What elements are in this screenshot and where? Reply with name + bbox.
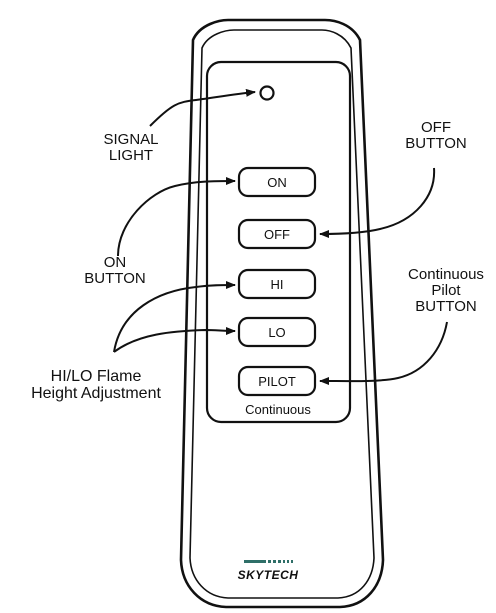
lo-button-label: LO [268,325,285,340]
pilot-button-arrow [319,321,448,386]
skytech-logo: SKYTECH [238,560,299,582]
on-button[interactable]: ON [237,166,317,198]
remote-outer-body [179,18,385,609]
pilot-button-label: PILOT [258,374,296,389]
on-button-label: ON [267,175,287,190]
hi-lo-callout-label: HI/LO Flame Height Adjustment [31,368,161,402]
on-button-arrow [117,177,236,257]
remote-inner-body [189,29,375,599]
signal-light [259,85,275,101]
on-button-callout-label: ON BUTTON [84,254,146,287]
signal-light-label: SIGNAL LIGHT [103,131,159,164]
continuous-pilot-callout-label: Continuous Pilot BUTTON [408,266,484,315]
off-button-arrow [319,167,436,238]
lo-button-arrow [113,326,236,353]
brand-text: SKYTECH [238,568,299,582]
hi-button-arrow [113,281,236,353]
hi-button[interactable]: HI [237,268,317,300]
pilot-button[interactable]: PILOT [237,365,317,397]
continuous-caption: Continuous [245,402,311,417]
button-panel [205,60,352,424]
off-button-callout-label: OFF BUTTON [405,119,467,152]
hi-button-label: HI [271,277,284,292]
off-button[interactable]: OFF [237,218,317,250]
signal-light-arrow [149,88,256,127]
lo-button[interactable]: LO [237,316,317,348]
off-button-label: OFF [264,227,290,242]
